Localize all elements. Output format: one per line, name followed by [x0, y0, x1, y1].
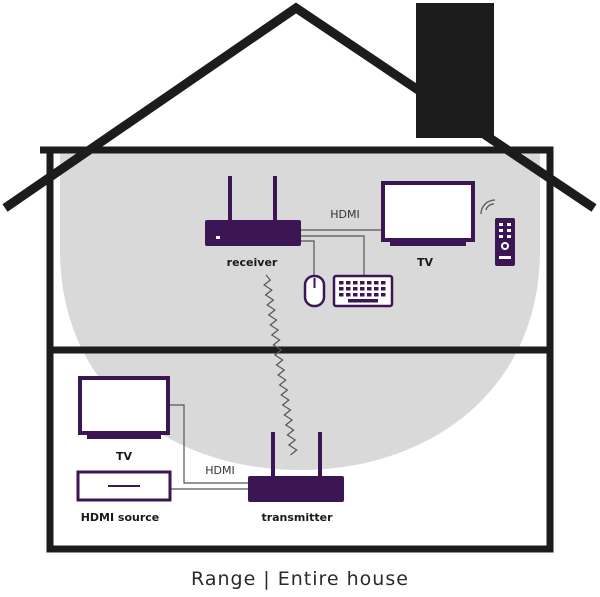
keyboard-key [353, 281, 358, 285]
keyboard-key [374, 281, 379, 285]
keyboard-icon [332, 274, 394, 308]
keyboard-key [346, 281, 351, 285]
keyboard-key [360, 281, 365, 285]
diagram-caption: Range | Entire house [191, 568, 409, 590]
keyboard-key [360, 287, 365, 291]
keyboard-key [346, 287, 351, 291]
keyboard-key [374, 287, 379, 291]
keyboard-key [367, 281, 372, 285]
keyboard-key [339, 281, 344, 285]
mouse-icon [303, 274, 326, 308]
keyboard-spacebar [348, 299, 378, 303]
remote-signal-icon [480, 199, 496, 215]
remote-icon [495, 218, 515, 266]
cable-lines-upper [300, 229, 382, 276]
tv-label-lower: TV [116, 450, 133, 463]
hdmi-source-icon [76, 470, 172, 502]
transmitter-label: transmitter [261, 511, 333, 524]
keyboard-key [381, 293, 386, 297]
tv-icon-lower [78, 376, 170, 439]
keyboard-key [367, 293, 372, 297]
wireless-signal-icon [263, 274, 298, 456]
house-icon [2, 2, 597, 553]
keyboard-key [360, 293, 365, 297]
receiver-icon [205, 176, 301, 246]
hdmi-label-upper: HDMI [330, 208, 359, 221]
hdmi-label-lower: HDMI [205, 464, 234, 477]
keyboard-key [367, 287, 372, 291]
keyboard-key [339, 293, 344, 297]
receiver-label: receiver [227, 256, 278, 269]
keyboard-key [381, 281, 386, 285]
keyboard-key [353, 287, 358, 291]
keyboard-key [339, 287, 344, 291]
hdmi-source-label: HDMI source [81, 511, 160, 524]
keyboard-key [381, 287, 386, 291]
tv-label-upper: TV [417, 256, 434, 269]
cable-lines-lower [170, 404, 250, 490]
tv-icon-upper [381, 181, 475, 246]
keyboard-key [374, 293, 379, 297]
keyboard-key [353, 293, 358, 297]
keyboard-key [346, 293, 351, 297]
transmitter-icon [248, 432, 344, 502]
